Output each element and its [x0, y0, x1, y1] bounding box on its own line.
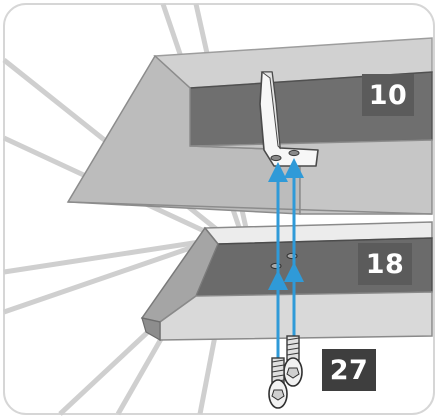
screw-icon	[269, 358, 287, 408]
part-label-rail: 18	[358, 243, 412, 285]
part-label-screw: 27	[322, 349, 376, 391]
part-label-bracket: 10	[362, 74, 414, 116]
screw-icon	[284, 336, 302, 386]
